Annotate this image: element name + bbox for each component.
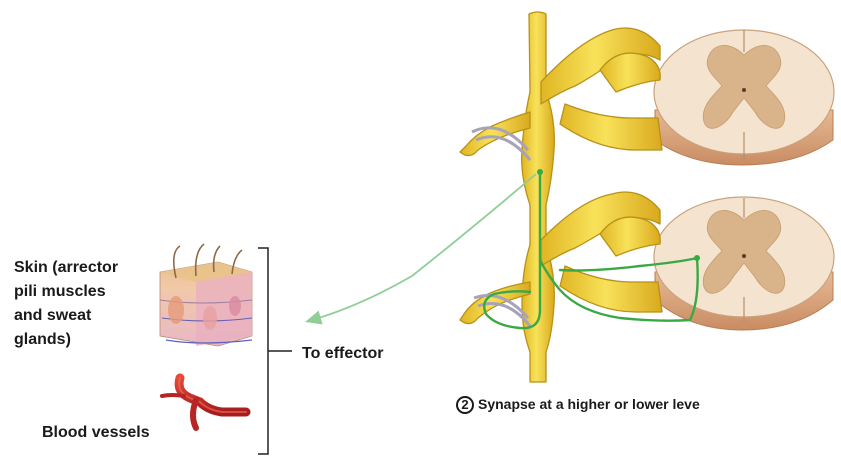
skin-label: Skin (arrector pili muscles and sweat gl…: [14, 256, 118, 352]
step-caption-text: Synapse at a higher or lower leve: [478, 396, 700, 412]
effector-bracket: [258, 248, 268, 454]
spinal-cord-section-upper: [654, 30, 834, 165]
step-number-badge: 2: [456, 396, 474, 414]
skin-label-line-3: and sweat: [14, 304, 118, 328]
skin-label-line-4: glands): [14, 328, 118, 352]
blood-vessel-icon: [162, 378, 246, 428]
skin-tissue-icon: [160, 244, 252, 346]
skin-label-line-2: pili muscles: [14, 280, 118, 304]
sympathetic-trunk: [460, 12, 662, 382]
neuron-cell-body-dot: [694, 255, 700, 261]
skin-label-line-1: Skin (arrector: [14, 256, 118, 280]
spinal-cord-section-lower: [654, 197, 834, 330]
blood-vessels-label: Blood vessels: [42, 424, 150, 442]
to-effector-label: To effector: [302, 345, 383, 363]
synapse-dot: [537, 169, 543, 175]
